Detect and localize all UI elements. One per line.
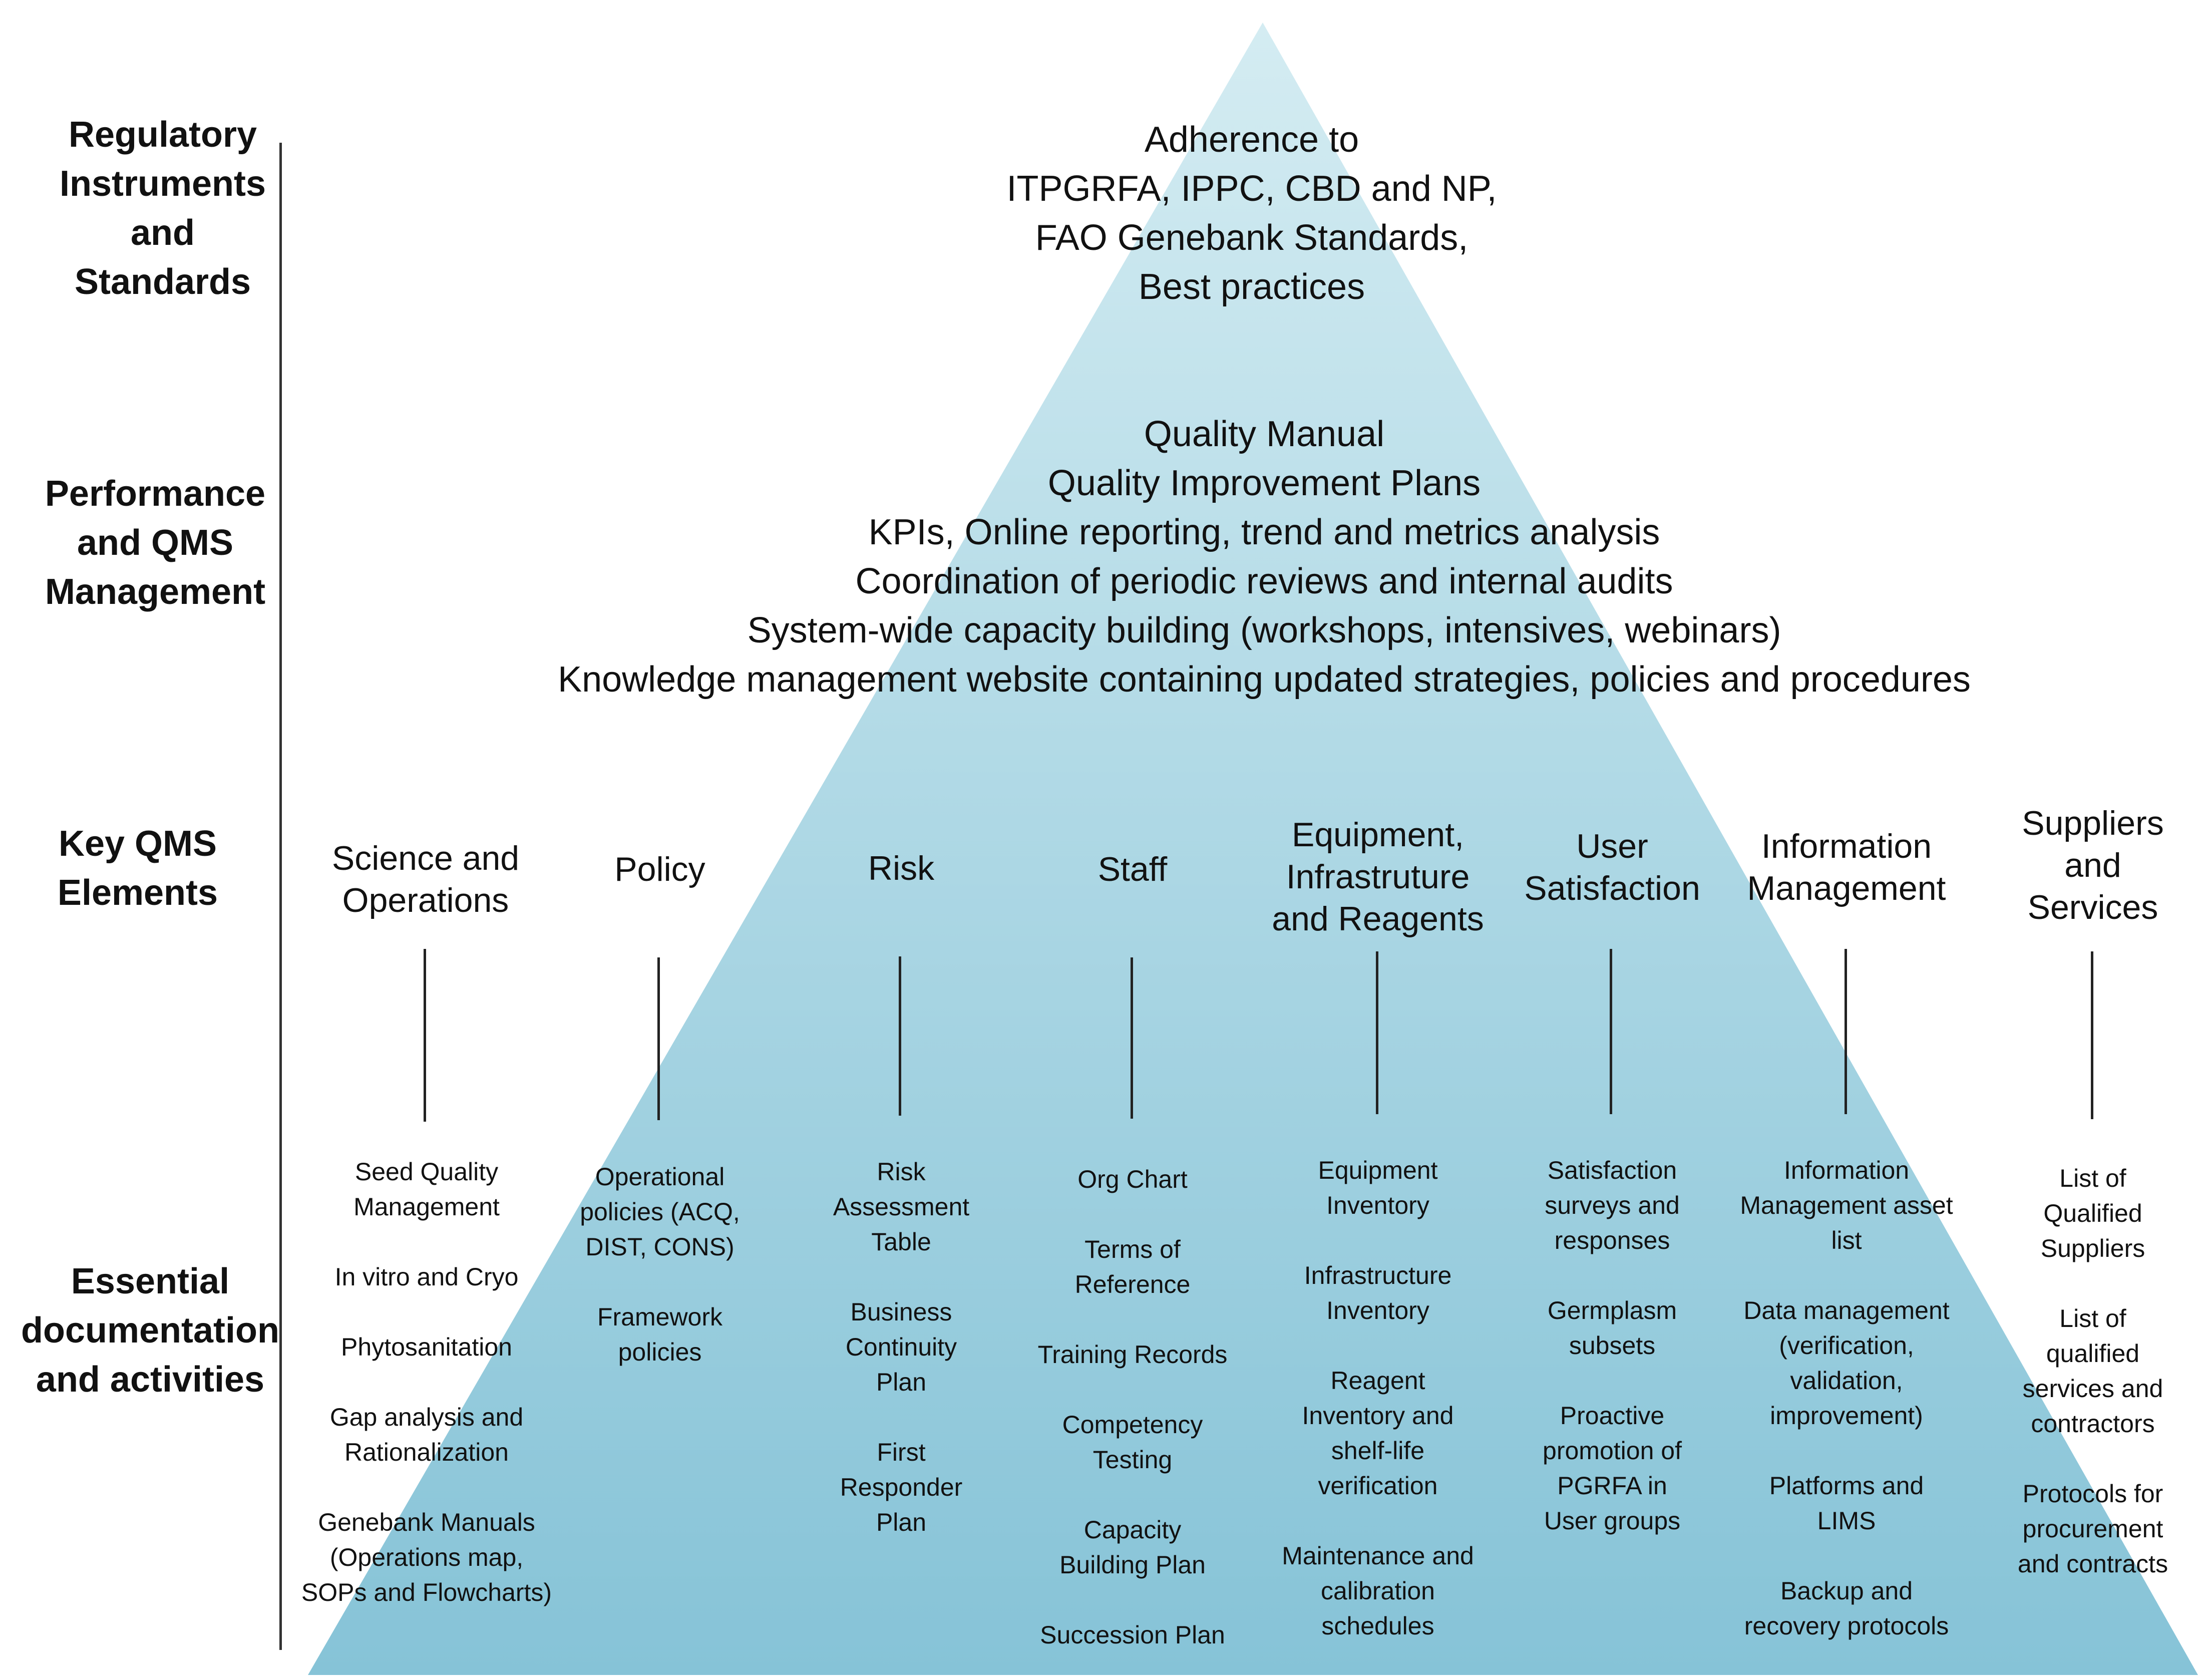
doc-item: First Responder Plan [840,1438,963,1536]
element-connector-staff [1131,957,1133,1119]
element-title-suppliers: Suppliers and Services [2022,804,2164,926]
element-title-science: Science and Operations [331,839,520,919]
doc-item: Data management (verification, validatio… [1743,1296,1950,1430]
row-label-documentation: Essential documentation and activities [21,1261,279,1400]
element-connector-science [424,949,426,1122]
doc-item: List of Qualified Suppliers [2040,1164,2145,1262]
element-column-user-satisfaction: Satisfaction surveys and responses Germp… [1482,1153,1742,1538]
element-connector-policy [657,957,660,1120]
element-column-risk: Risk Assessment Table Business Continuit… [771,1154,1031,1540]
doc-item: Gap analysis and Rationalization [329,1403,524,1466]
element-title-equipment: Equipment, Infrastruture and Reagents [1272,816,1484,938]
row-label-performance: Performance and QMS Management [45,474,266,612]
doc-item: Risk Assessment Table [833,1158,970,1256]
row-label-key-elements: Key QMS Elements [57,824,218,913]
doc-item: Backup and recovery protocols [1744,1577,1949,1640]
doc-item: Framework policies [597,1303,723,1366]
element-column-policy: Operational policies (ACQ, DIST, CONS) F… [530,1159,790,1370]
pyramid-triangle [308,23,2198,1675]
doc-item: Org Chart [1077,1165,1188,1193]
doc-item: Seed Quality Management [353,1158,500,1221]
regulatory-text: Adherence to ITPGRFA, IPPC, CBD and NP, … [1006,120,1497,307]
element-column-suppliers: List of Qualified Suppliers List of qual… [1988,1161,2198,1581]
element-connector-suppliers [2091,951,2093,1119]
doc-item: List of qualified services and contracto… [2022,1304,2163,1438]
doc-item: Capacity Building Plan [1059,1516,1206,1579]
doc-item: Proactive promotion of PGRFA in User gro… [1543,1402,1682,1535]
doc-item: Genebank Manuals (Operations map, SOPs a… [301,1508,552,1606]
doc-item: Satisfaction surveys and responses [1545,1156,1680,1254]
doc-item: Germplasm subsets [1547,1296,1677,1360]
doc-item: Succession Plan [1040,1621,1225,1649]
doc-item: Maintenance and calibration schedules [1282,1542,1474,1640]
doc-item: Equipment Inventory [1318,1156,1438,1219]
left-divider-line [279,143,282,1650]
element-column-science: Seed Quality Management In vitro and Cry… [296,1154,557,1610]
element-title-user-satisfaction: User Satisfaction [1524,827,1700,907]
doc-item: Infrastructure Inventory [1304,1261,1452,1324]
element-column-information: Information Management asset list Data m… [1716,1153,1977,1643]
element-title-policy: Policy [614,850,705,888]
element-connector-risk [899,956,901,1116]
doc-item: Training Records [1037,1340,1228,1369]
element-column-equipment: Equipment Inventory Infrastructure Inven… [1248,1153,1508,1643]
element-connector-user-satisfaction [1610,949,1612,1114]
doc-item: Platforms and LIMS [1769,1472,1924,1535]
element-connector-equipment [1376,951,1378,1114]
doc-item: Terms of Reference [1074,1235,1191,1298]
element-connector-information [1845,949,1847,1114]
performance-text: Quality Manual Quality Improvement Plans… [558,414,1971,700]
doc-item: Operational policies (ACQ, DIST, CONS) [580,1163,740,1261]
element-column-staff: Org Chart Terms of Reference Training Re… [1002,1162,1263,1652]
element-title-staff: Staff [1097,850,1168,888]
row-label-regulatory: Regulatory Instruments and Standards [59,115,266,302]
doc-item: Phytosanitation [341,1333,512,1361]
doc-item: Competency Testing [1062,1411,1203,1474]
doc-item: Information Management asset list [1740,1156,1953,1254]
doc-item: In vitro and Cryo [334,1263,519,1291]
element-title-information: Information Management [1747,827,1946,907]
doc-item: Protocols for procurement and contracts [2017,1480,2168,1578]
doc-item: Business Continuity Plan [845,1298,957,1396]
element-title-risk: Risk [868,849,935,887]
doc-item: Reagent Inventory and shelf-life verific… [1302,1367,1454,1500]
